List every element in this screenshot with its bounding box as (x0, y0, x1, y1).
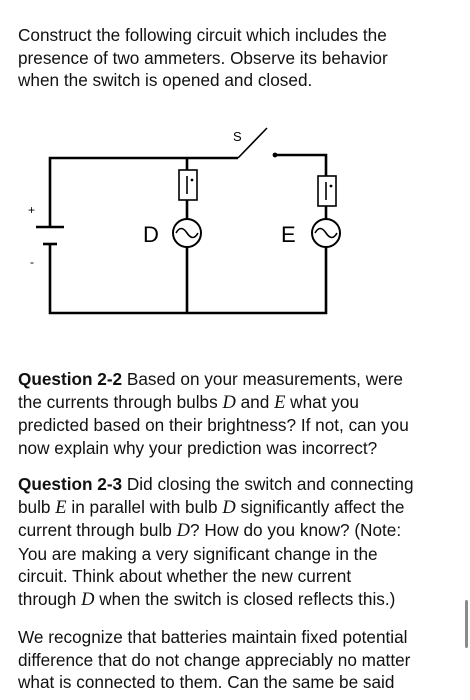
paragraph-text: what is connected to them. Can the same … (18, 672, 395, 692)
question-2-2: Question 2-2 Based on your measurements,… (18, 368, 458, 459)
intro-paragraph: Construct the following circuit which in… (18, 24, 458, 92)
paragraph-text: We recognize that batteries maintain fix… (18, 627, 408, 647)
intro-line: presence of two ammeters. Observe its be… (18, 47, 388, 68)
question-text: Did closing the switch and connecting (122, 474, 414, 494)
variable-d: D (176, 521, 190, 541)
question-text: through (18, 588, 82, 609)
question-label: Question 2-3 (18, 474, 123, 494)
intro-line: Construct the following circuit which in… (18, 25, 387, 45)
question-text: Based on your measurements, were (122, 369, 403, 389)
bulb-d-filament (175, 227, 199, 239)
question-text: You are making a very significant change… (18, 543, 378, 564)
switch-label: S (233, 129, 242, 144)
ammeter-e (317, 175, 337, 207)
ammeter-d-terminal (190, 178, 194, 182)
variable-d: D (81, 589, 95, 610)
question-text: the currents through bulbs (18, 391, 223, 412)
circuit-diagram: S + - D E (28, 127, 341, 315)
battery-paragraph: We recognize that batteries maintain fix… (18, 626, 458, 694)
scrollbar[interactable] (465, 600, 468, 648)
question-text: what you (285, 391, 359, 412)
intro-line: when the switch is opened and closed. (18, 70, 313, 90)
variable-d: D (222, 392, 236, 413)
question-text: when the switch is closed reflects this.… (94, 588, 396, 609)
paragraph-text: difference that do not change appreciabl… (18, 649, 411, 670)
wire-switch-to-e (275, 153, 328, 176)
battery-minus-sign: - (30, 255, 34, 269)
bulb-e-filament (314, 227, 338, 239)
ammeter-d (178, 169, 198, 201)
question-text: bulb (18, 496, 56, 517)
question-text: ? How do you know? (Note: (189, 520, 402, 540)
battery-plus-sign: + (28, 203, 35, 217)
variable-d: D (222, 497, 236, 518)
question-text: circuit. Think about whether the new cur… (18, 566, 352, 586)
switch-lever (237, 127, 268, 159)
question-text: now explain why your prediction was inco… (18, 437, 378, 458)
question-text: and (235, 391, 275, 412)
ammeter-e-terminal (329, 184, 333, 188)
bulb-e-label: E (281, 222, 296, 247)
variable-e: E (55, 497, 67, 518)
question-text: significantly affect the (235, 496, 405, 517)
question-text: current through bulb (18, 520, 177, 540)
variable-e: E (274, 392, 286, 413)
question-text: in parallel with bulb (66, 496, 223, 517)
question-text: predicted based on their brightness? If … (18, 415, 409, 435)
question-label: Question 2-2 (18, 369, 123, 389)
bulb-d-label: D (143, 222, 159, 247)
wire-left-top (48, 156, 238, 227)
question-2-3: Question 2-3 Did closing the switch and … (18, 473, 458, 611)
